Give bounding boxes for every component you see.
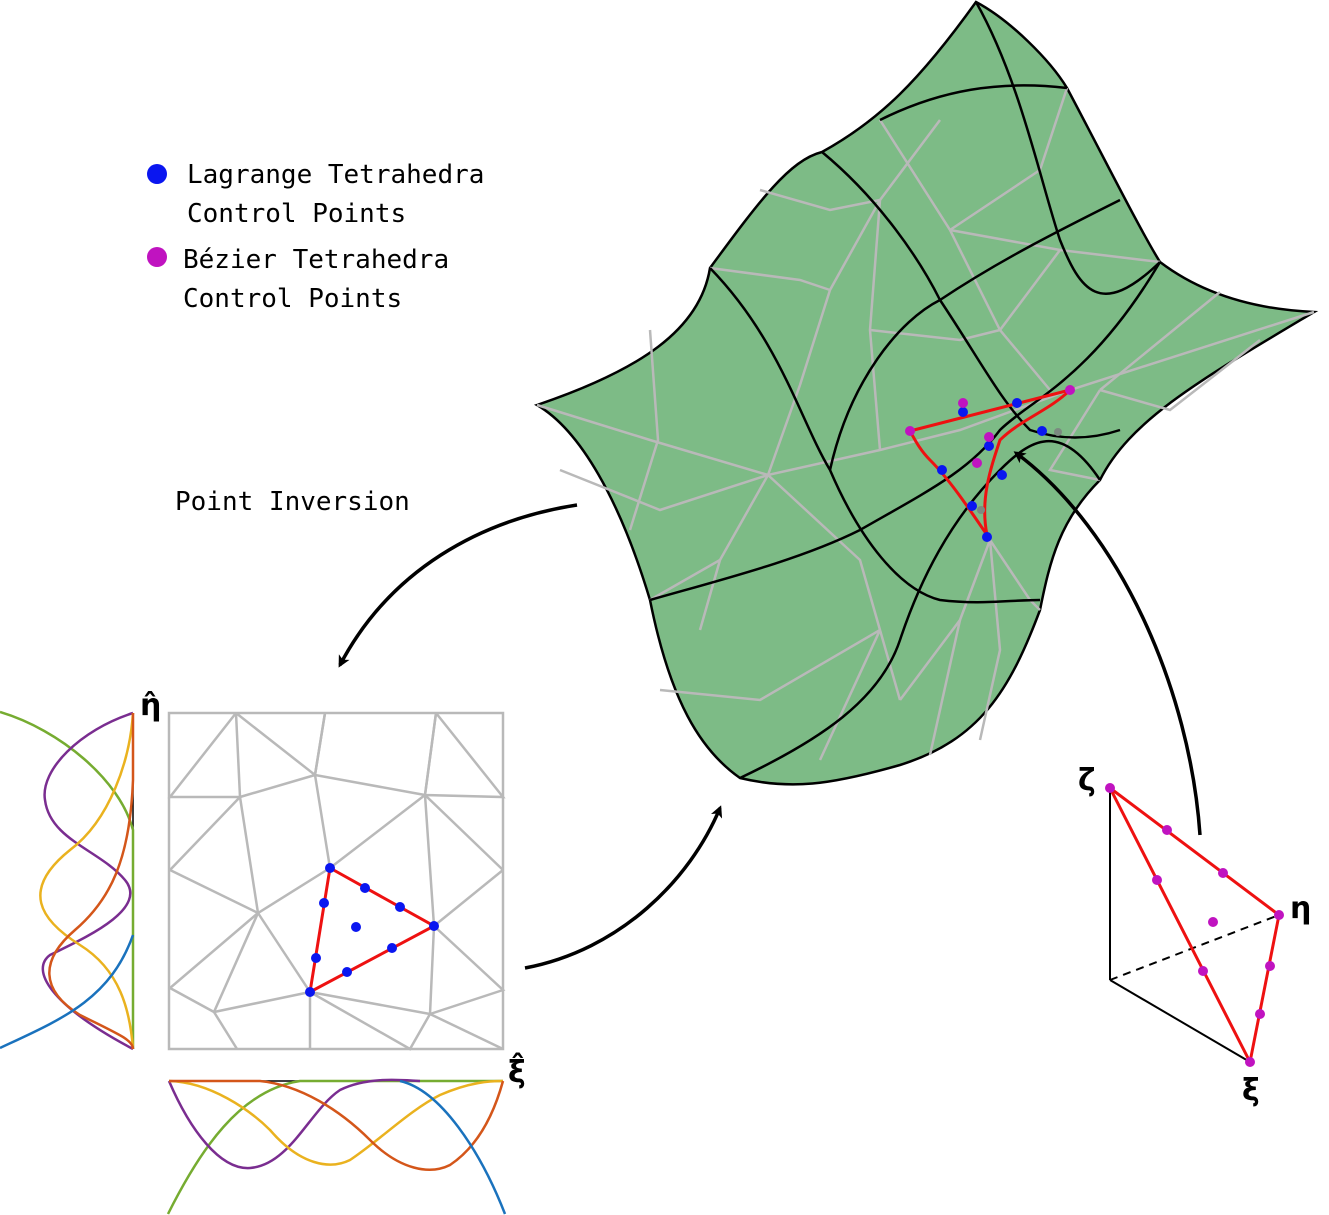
eta-hat-axis-label: η̂: [140, 688, 161, 723]
basis-curve-yellow-bottom: [168, 1079, 504, 1166]
lagrange-legend-marker: [147, 164, 167, 184]
basis-curve-blue-left: [0, 934, 135, 1050]
surface-lagrange-points: [937, 398, 1047, 542]
bezier-legend-marker: [147, 247, 167, 267]
parametric-mesh: [167, 711, 506, 1051]
xi-axis-label: ξ: [1242, 1073, 1260, 1108]
surface-mesh: [536, 87, 1315, 761]
bezier-legend-label-line1: Bézier Tetrahedra: [183, 245, 449, 275]
basis-curve-purple-left: [41, 711, 134, 1051]
surface-bezier-points: [905, 385, 1075, 468]
basis-curve-green-bottom: [166, 1079, 503, 1215]
tet-bezier-points: [1105, 783, 1284, 1067]
parametric-domain: η̂ ξ̂: [140, 688, 526, 1090]
bezier-legend-label-line2: Control Points: [183, 284, 402, 314]
arrows: [338, 451, 1202, 970]
basis-curve-orange-bottom: [169, 1079, 505, 1171]
parametric-element: [308, 865, 438, 995]
basis-curve-yellow-left: [39, 712, 135, 1050]
left-basis-functions: [0, 710, 135, 1051]
parametric-lagrange-points: [305, 863, 439, 997]
surface-isocurves: [649, 1, 1162, 780]
legend: Lagrange Tetrahedra Control Points Bézie…: [147, 160, 484, 314]
eta-axis-label: η: [1290, 891, 1311, 926]
lagrange-legend-label-line1: Lagrange Tetrahedra: [187, 160, 484, 190]
basis-curve-blue-bottom: [399, 1079, 507, 1215]
xi-hat-axis-label: ξ̂: [508, 1052, 526, 1090]
basis-curve-purple-bottom: [167, 1078, 421, 1170]
surface-hidden-points: [977, 428, 1062, 514]
bottom-basis-functions: [166, 1078, 507, 1215]
curved-surface: [534, 0, 1319, 786]
reference-tet-arrow: [1013, 451, 1202, 836]
tet-face-element: [1108, 786, 1281, 1067]
reference-tetrahedron: ζ η ξ: [1078, 763, 1311, 1108]
zeta-axis-label: ζ: [1078, 763, 1096, 798]
lagrange-legend-label-line2: Control Points: [187, 199, 406, 229]
forward-map-arrow: [524, 805, 723, 970]
point-inversion-arrow: [338, 503, 578, 668]
tet-edges: [1109, 788, 1280, 1063]
basis-curve-orange-left: [48, 713, 135, 1050]
point-inversion-caption: Point Inversion: [175, 487, 410, 517]
